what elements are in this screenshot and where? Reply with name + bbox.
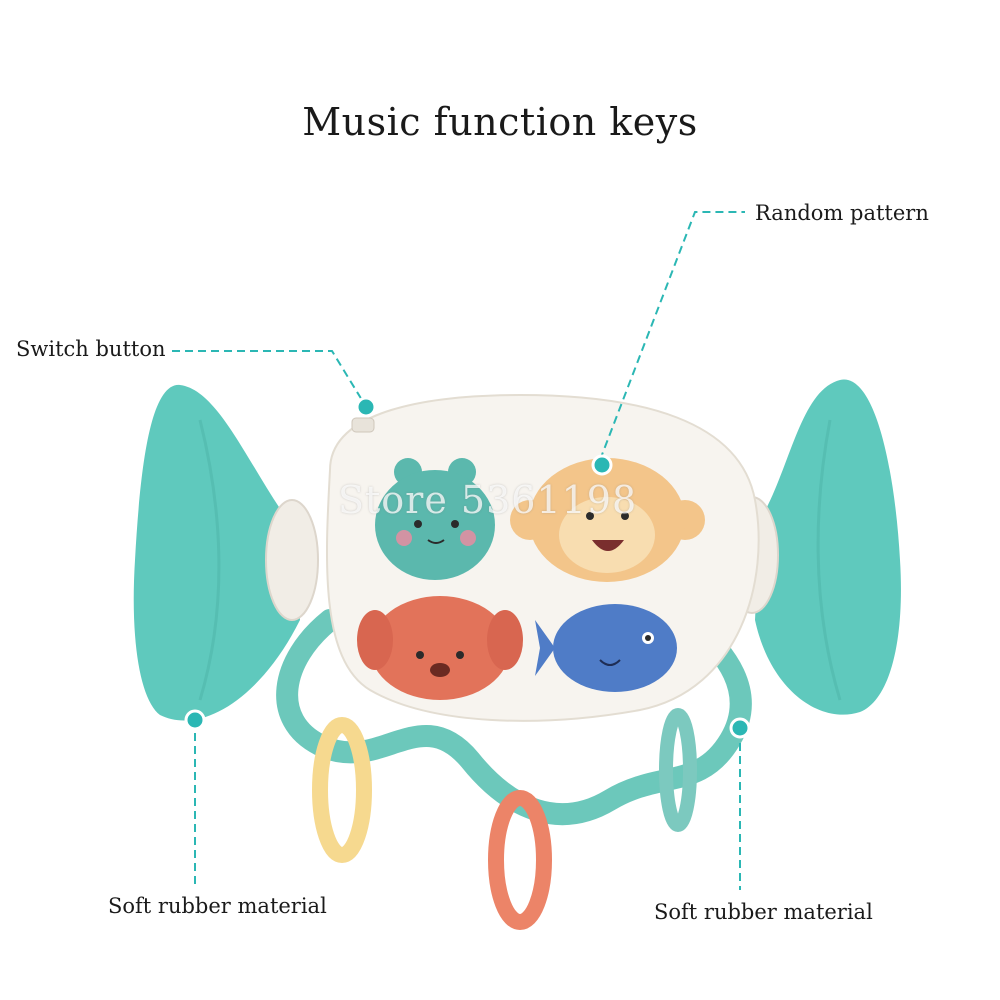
fish-key [535, 604, 677, 692]
left-wing [133, 384, 300, 721]
callout-dots [184, 396, 751, 739]
switch-button [351, 417, 375, 433]
soft-rubber-left-label: Soft rubber material [108, 894, 327, 918]
store-watermark: Store 5361198 [338, 478, 638, 522]
switch-button-label: Switch button [16, 337, 166, 361]
teal-ring [659, 708, 697, 832]
red-ring [488, 790, 552, 930]
page-title: Music function keys [302, 100, 698, 144]
callout-lines [172, 211, 745, 890]
bunny-key [375, 458, 495, 580]
dog-key [357, 596, 523, 700]
random-pattern-label: Random pattern [755, 201, 929, 225]
left-cap [265, 499, 319, 621]
soft-rubber-right-label: Soft rubber material [654, 900, 873, 924]
yellow-ring [312, 717, 372, 863]
monkey-key [510, 458, 705, 582]
right-wing [755, 379, 901, 715]
